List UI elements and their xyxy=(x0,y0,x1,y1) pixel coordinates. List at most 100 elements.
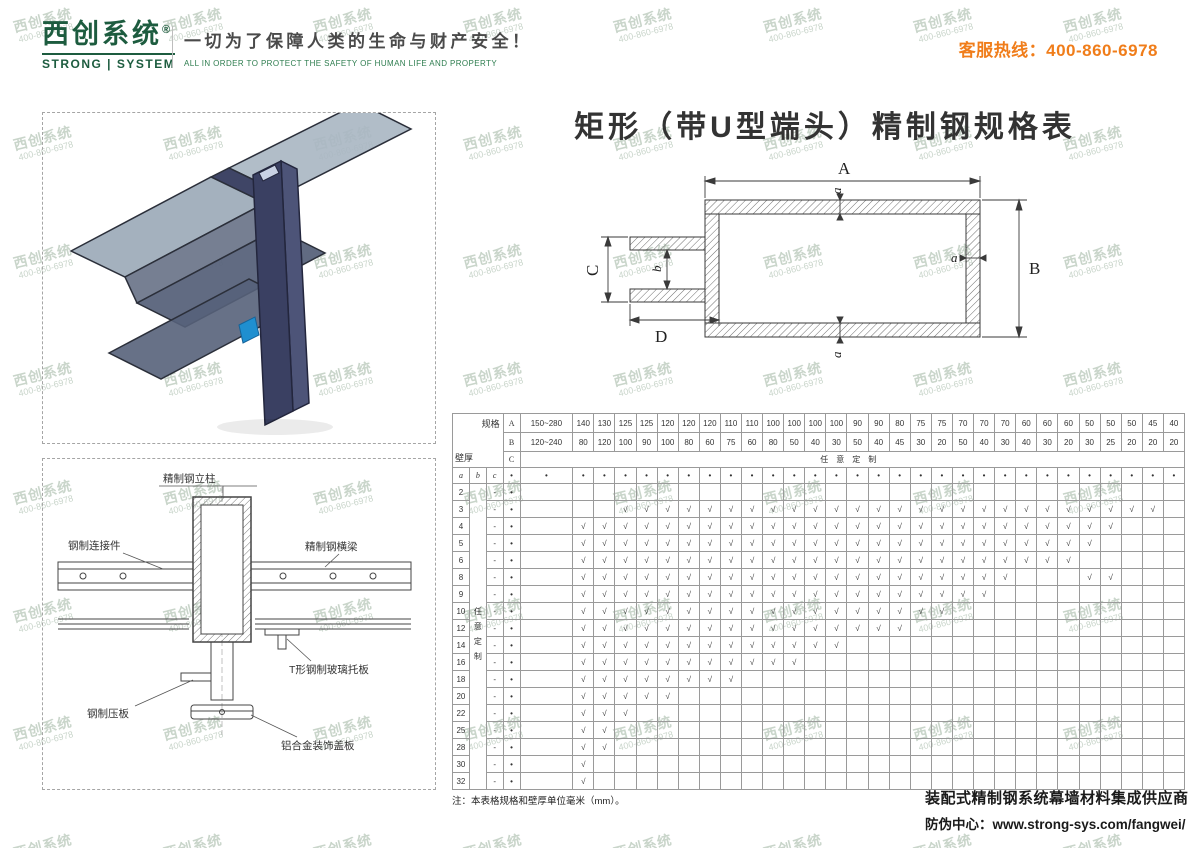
empty-cell xyxy=(867,687,890,705)
empty-cell xyxy=(909,721,932,739)
empty-cell xyxy=(909,755,932,773)
cross-section-svg: A B C D a a a b xyxy=(583,159,1040,358)
check-cell: √ xyxy=(635,534,658,552)
check-cell: √ xyxy=(1015,500,1038,518)
check-cell: √ xyxy=(740,568,764,586)
check-cell: √ xyxy=(825,551,848,569)
check-cell: √ xyxy=(677,551,700,569)
check-cell: √ xyxy=(846,500,869,518)
check-cell: √ xyxy=(825,517,848,535)
empty-cell xyxy=(519,755,574,773)
empty-cell xyxy=(1162,551,1186,569)
dim-label-a-bottom: a xyxy=(829,351,844,358)
check-cell: √ xyxy=(846,517,869,535)
check-cell: √ xyxy=(698,670,721,688)
dot-cell: • xyxy=(502,534,521,552)
empty-cell xyxy=(1120,687,1143,705)
detail-drawing: 精制钢立柱 钢制连接件 精制钢横梁 T形钢制玻璃托板 钢制压板 铝合金装饰盖板 xyxy=(42,458,436,790)
check-cell: √ xyxy=(635,517,658,535)
dot-cell: • xyxy=(635,467,658,484)
dot-cell: • xyxy=(1057,467,1080,484)
thickness-value: 3 xyxy=(452,500,470,518)
empty-cell xyxy=(1120,517,1143,535)
check-cell: √ xyxy=(677,534,700,552)
empty-cell xyxy=(1036,738,1059,756)
footer: 装配式精制钢系统幕墙材料集成供应商 防伪中心：www.strong-sys.co… xyxy=(925,787,1189,833)
empty-cell xyxy=(1120,585,1143,603)
check-cell: √ xyxy=(719,670,743,688)
empty-cell xyxy=(930,704,953,722)
empty-cell xyxy=(1015,687,1038,705)
check-cell: √ xyxy=(783,551,806,569)
dim-label-D: D xyxy=(655,327,667,346)
empty-cell xyxy=(719,721,743,739)
empty-cell xyxy=(519,619,574,637)
spec-a-value: 110 xyxy=(719,413,743,433)
empty-cell xyxy=(973,670,996,688)
check-cell: √ xyxy=(783,568,806,586)
check-cell: √ xyxy=(994,500,1017,518)
check-cell: √ xyxy=(677,653,700,671)
empty-cell xyxy=(783,772,806,790)
dot-cell: • xyxy=(677,467,700,484)
empty-cell xyxy=(1078,738,1101,756)
registered-mark-icon: ® xyxy=(162,24,174,36)
check-cell: √ xyxy=(1036,551,1059,569)
check-cell: √ xyxy=(572,670,595,688)
dot-cell: • xyxy=(502,568,521,586)
label-press-plate: 钢制压板 xyxy=(87,707,129,720)
spec-b-value: 50 xyxy=(783,432,806,452)
check-cell: √ xyxy=(762,602,785,620)
empty-cell xyxy=(635,738,658,756)
empty-cell xyxy=(846,755,869,773)
spec-b-value: 60 xyxy=(698,432,721,452)
footer-supplier: 装配式精制钢系统幕墙材料集成供应商 xyxy=(925,790,1189,807)
spec-b-value: 100 xyxy=(614,432,637,452)
table-note: 注：本表格规格和壁厚单位毫米（mm）。 xyxy=(452,796,625,807)
dash-cell: - xyxy=(485,636,504,654)
spec-b-value: 100 xyxy=(656,432,679,452)
check-cell: √ xyxy=(572,602,595,620)
empty-cell xyxy=(804,483,827,501)
empty-cell xyxy=(1015,602,1038,620)
spec-b-value: 90 xyxy=(635,432,658,452)
check-cell: √ xyxy=(783,517,806,535)
empty-cell xyxy=(930,738,953,756)
empty-cell xyxy=(1015,704,1038,722)
empty-cell xyxy=(930,653,953,671)
check-cell: √ xyxy=(656,568,679,586)
empty-cell xyxy=(888,670,911,688)
empty-cell xyxy=(698,704,721,722)
empty-cell xyxy=(1078,687,1101,705)
check-cell: √ xyxy=(635,568,658,586)
shadow xyxy=(217,419,333,435)
check-cell: √ xyxy=(951,500,975,518)
empty-cell xyxy=(1162,687,1186,705)
empty-cell xyxy=(1141,551,1164,569)
dash-cell: - xyxy=(485,602,504,620)
empty-cell xyxy=(1120,483,1143,501)
empty-cell xyxy=(973,704,996,722)
check-cell: √ xyxy=(888,568,911,586)
empty-cell xyxy=(951,755,975,773)
check-cell: √ xyxy=(698,500,721,518)
check-cell: √ xyxy=(930,568,953,586)
empty-cell xyxy=(656,772,679,790)
check-cell: √ xyxy=(846,568,869,586)
check-cell: √ xyxy=(593,602,616,620)
empty-cell xyxy=(740,721,764,739)
empty-cell xyxy=(1099,653,1122,671)
empty-cell xyxy=(888,738,911,756)
check-cell: √ xyxy=(572,738,595,756)
empty-cell xyxy=(783,755,806,773)
empty-cell xyxy=(740,687,764,705)
check-cell: √ xyxy=(719,585,743,603)
check-cell: √ xyxy=(698,585,721,603)
empty-cell xyxy=(1120,568,1143,586)
spec-b-value: 30 xyxy=(825,432,848,452)
check-cell: √ xyxy=(593,517,616,535)
check-cell: √ xyxy=(973,500,996,518)
steel-mullion xyxy=(192,496,252,643)
